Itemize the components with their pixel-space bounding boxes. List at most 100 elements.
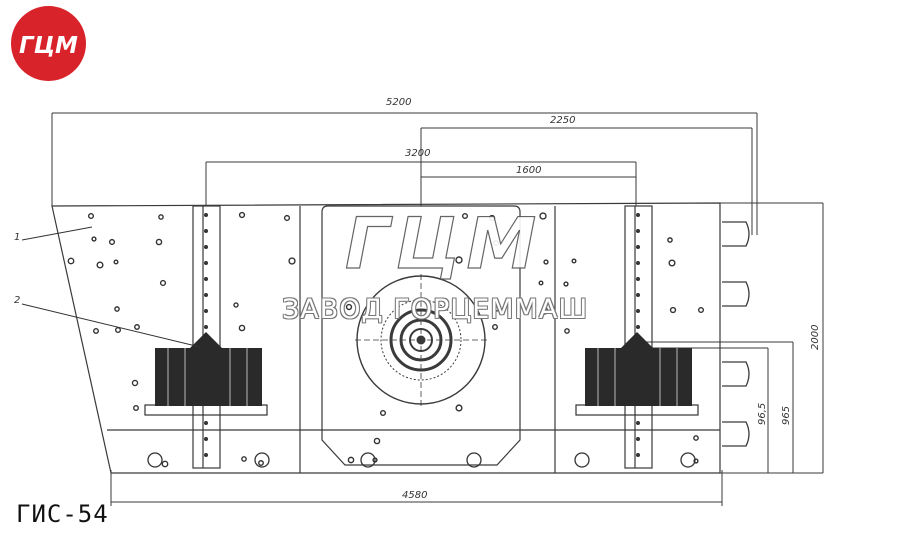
bolt-hole bbox=[233, 302, 239, 308]
mounting-lug bbox=[254, 452, 270, 468]
screen-body-outline bbox=[51, 202, 721, 474]
bolt-hole bbox=[87, 212, 95, 220]
dim-2250: 2250 bbox=[550, 115, 575, 126]
mounting-lug bbox=[680, 452, 696, 468]
bolt-hole bbox=[345, 303, 353, 311]
bolt-hole bbox=[158, 214, 164, 220]
left-spring-support bbox=[144, 332, 268, 416]
dim-2000: 2000 bbox=[810, 325, 821, 350]
column-bolt bbox=[636, 261, 640, 265]
column-bolt bbox=[204, 437, 208, 441]
dim-1600: 1600 bbox=[516, 165, 541, 176]
bolt-hole bbox=[493, 240, 499, 246]
bolt-hole bbox=[91, 236, 97, 242]
column-bolt bbox=[204, 277, 208, 281]
bolt-hole bbox=[288, 257, 296, 265]
bolt-hole bbox=[67, 257, 75, 265]
bolt-hole bbox=[241, 456, 247, 462]
column-bolt bbox=[204, 293, 208, 297]
column-bolt bbox=[636, 245, 640, 249]
bolt-hole bbox=[347, 456, 355, 464]
dimension-lines bbox=[51, 112, 824, 506]
model-label: ГИС-54 bbox=[16, 500, 109, 528]
dim-3200: 3200 bbox=[405, 148, 430, 159]
mounting-lug bbox=[574, 452, 590, 468]
watermark-logo: ГЦМ bbox=[344, 202, 542, 285]
bolt-hole bbox=[693, 458, 699, 464]
discharge-lips bbox=[722, 221, 750, 447]
bolt-hole bbox=[668, 259, 676, 267]
column-bolt bbox=[204, 453, 208, 457]
bolt-hole bbox=[667, 237, 673, 243]
callout-leaders bbox=[21, 226, 201, 348]
bolt-hole bbox=[669, 306, 677, 314]
bolt-hole bbox=[238, 211, 246, 219]
bolt-hole bbox=[258, 460, 264, 466]
column-bolt bbox=[204, 325, 208, 329]
bolt-hole bbox=[541, 307, 549, 315]
bolt-hole bbox=[114, 326, 122, 334]
column-bolt bbox=[636, 309, 640, 313]
bolt-hole bbox=[114, 306, 120, 312]
bolt-hole bbox=[283, 214, 291, 222]
bolt-hole bbox=[96, 261, 104, 269]
column-bolt bbox=[204, 213, 208, 217]
bolt-hole bbox=[155, 238, 163, 246]
bolt-hole bbox=[455, 404, 463, 412]
bolt-hole bbox=[538, 280, 544, 286]
watermark-logo-text: ГЦМ bbox=[345, 203, 542, 285]
column-bolt bbox=[204, 245, 208, 249]
bolt-hole bbox=[571, 258, 577, 264]
bolt-hole bbox=[455, 256, 463, 264]
right-spring-support bbox=[575, 332, 699, 416]
dim-5200: 5200 bbox=[386, 97, 411, 108]
dim-965: 965 bbox=[781, 406, 792, 425]
bolt-hole bbox=[564, 328, 570, 334]
bolt-hole bbox=[492, 324, 498, 330]
column-bolt bbox=[636, 229, 640, 233]
bolt-pattern bbox=[67, 211, 705, 468]
column-bolt bbox=[204, 261, 208, 265]
drive-unit bbox=[355, 274, 487, 406]
bolt-hole bbox=[543, 259, 549, 265]
bolt-hole bbox=[539, 212, 547, 220]
bolt-hole bbox=[108, 238, 116, 246]
dim-945: 96,5 bbox=[757, 403, 768, 425]
company-logo-text: ГЦМ bbox=[19, 33, 78, 59]
callout-2: 2 bbox=[14, 295, 20, 306]
mounting-lug bbox=[466, 452, 482, 468]
callout-1: 1 bbox=[14, 232, 20, 243]
column-bolt bbox=[636, 293, 640, 297]
bolt-hole bbox=[493, 304, 501, 312]
bolt-hole bbox=[461, 212, 469, 220]
column-bolt bbox=[204, 309, 208, 313]
bolt-hole bbox=[373, 437, 381, 445]
column-bolt bbox=[636, 277, 640, 281]
mounting-lug bbox=[147, 452, 163, 468]
bolt-hole bbox=[379, 409, 387, 417]
bolt-hole bbox=[134, 324, 140, 330]
bolt-hole bbox=[488, 214, 496, 222]
bolt-hole bbox=[563, 281, 569, 287]
column-bolt bbox=[204, 421, 208, 425]
factory-name-watermark: ЗАВОД ГОРЦЕММАШ bbox=[282, 294, 589, 325]
bolt-hole bbox=[113, 259, 119, 265]
dim-4580: 4580 bbox=[402, 490, 427, 501]
column-bolt bbox=[636, 325, 640, 329]
column-bolt bbox=[636, 213, 640, 217]
column-bolt bbox=[636, 453, 640, 457]
bolt-hole bbox=[697, 306, 705, 314]
bolt-hole bbox=[161, 460, 169, 468]
company-logo: ГЦМ bbox=[11, 6, 86, 81]
column-bolt bbox=[204, 229, 208, 233]
bolt-hole bbox=[238, 324, 246, 332]
column-bolt bbox=[636, 421, 640, 425]
mounting-lug bbox=[360, 452, 376, 468]
dimension-labels: 5200 2250 3200 1600 4580 2000 965 96,5 1… bbox=[14, 97, 821, 501]
bolt-hole bbox=[133, 405, 139, 411]
bolt-hole bbox=[93, 328, 99, 334]
bolt-hole bbox=[159, 279, 167, 287]
bolt-hole bbox=[131, 379, 139, 387]
